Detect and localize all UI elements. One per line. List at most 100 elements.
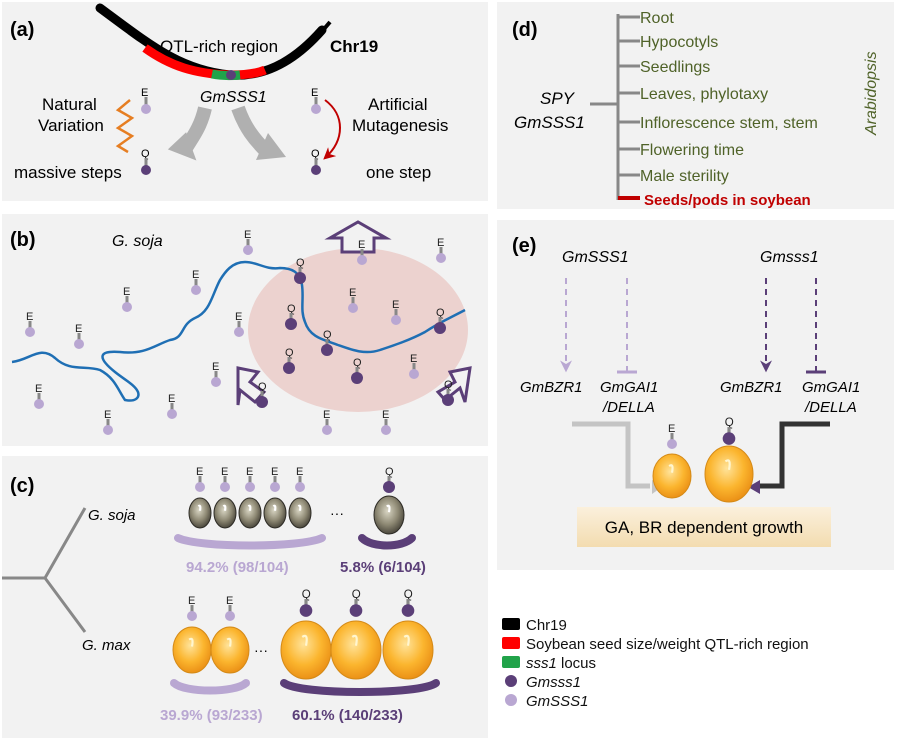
soja-e-percent: 94.2% (98/104)	[186, 559, 289, 576]
phenotype-item: Hypocotyls	[640, 34, 718, 51]
river-path	[11, 260, 466, 402]
legend-swatch	[502, 656, 520, 668]
allele-q-marker: Q	[294, 257, 306, 284]
allele-e-marker: E	[322, 409, 332, 435]
allele-e-marker: E	[234, 311, 244, 337]
allele-e-artificial: E	[311, 87, 321, 114]
allele-letter: E	[168, 393, 175, 405]
panel-c-tag: (c)	[10, 475, 34, 497]
max-e-percent: 39.9% (93/233)	[160, 707, 263, 724]
phenotype-item: Male sterility	[640, 168, 729, 185]
gmsss1-gene-label: GmSSS1	[200, 89, 267, 106]
allele-e-marker: E	[191, 269, 201, 295]
allele-e-marker: E	[103, 409, 113, 435]
allele-letter: E	[123, 286, 130, 298]
arabidopsis-label: Arabidopsis	[863, 51, 880, 136]
allele-q-marker: Q	[285, 303, 297, 330]
allele-e-letter: E	[311, 87, 318, 99]
hollow-arrow-right	[435, 366, 472, 403]
legend-label: Chr19	[526, 617, 567, 634]
max-q-percent: 60.1% (140/233)	[292, 707, 403, 724]
allele-letter: Q	[444, 379, 453, 391]
wavy-arrow-natural	[115, 99, 135, 154]
allele-letter: E	[226, 595, 233, 607]
chr19-arc-end	[316, 20, 332, 38]
allele-e-marker: E	[74, 323, 84, 349]
mut-seed	[704, 445, 754, 503]
allele-letter: E	[192, 269, 199, 281]
della-label-wt: /DELLA	[602, 399, 655, 416]
allele-letter: E	[358, 239, 365, 251]
allele-q-artificial: Q	[311, 148, 321, 175]
legend-swatch	[502, 637, 520, 649]
allele-letter: E	[221, 466, 228, 478]
max-seed-q	[280, 620, 332, 680]
mut-flow-head	[748, 480, 760, 494]
allele-letter: Q	[285, 347, 294, 359]
panel-b-tag: (b)	[10, 229, 36, 251]
soja-small-seed	[213, 497, 237, 529]
allele-e-marker: E	[122, 286, 132, 312]
allele-letter: Q	[725, 417, 734, 429]
chr19-label: Chr19	[330, 37, 378, 56]
max-seed-q	[382, 620, 434, 680]
allele-letter: E	[104, 409, 111, 421]
allele-q-marker: Q	[321, 329, 333, 356]
allele-letter: Q	[296, 257, 305, 269]
massive-steps-label: massive steps	[14, 163, 122, 182]
allele-e-letter: E	[141, 87, 148, 99]
hollow-arrow-left	[236, 366, 267, 406]
one-step-label: one step	[366, 163, 431, 182]
allele-e-marker: E	[295, 466, 305, 492]
allele-letter: E	[668, 423, 675, 435]
allele-e-marker: E	[270, 466, 280, 492]
allele-q-marker: Q	[434, 307, 446, 334]
soja-e-bracket	[174, 534, 326, 550]
max-q-bracket	[280, 679, 440, 696]
phenotype-item: Seedlings	[640, 59, 710, 76]
allele-e-marker: E	[381, 409, 391, 435]
sss1-locus	[211, 69, 241, 81]
allele-q-marker: Q	[256, 381, 268, 408]
allele-letter: Q	[302, 589, 311, 601]
gai-label-wt: GmGAI1	[600, 379, 658, 396]
mut-flow-line	[760, 421, 830, 489]
ellipsis-soja: ···	[330, 505, 344, 521]
panel-c-background	[2, 456, 488, 738]
allele-letter: E	[437, 237, 444, 249]
allele-letter: E	[246, 466, 253, 478]
legend-label: GmSSS1	[526, 693, 589, 710]
panel-d-background	[497, 2, 894, 209]
soja-small-seed	[263, 497, 287, 529]
max-e-bracket	[170, 679, 250, 695]
sss1-locus-dot	[226, 70, 236, 80]
legend-label: Soybean seed size/weight QTL-rich region	[526, 636, 809, 653]
legend-dot	[505, 675, 517, 687]
allele-letter: Q	[404, 589, 413, 601]
allele-letter: E	[392, 299, 399, 311]
allele-letter: E	[35, 383, 42, 395]
legend-label: Gmsss1	[526, 674, 581, 691]
gmsss1-label-d: GmSSS1	[514, 113, 585, 132]
allele-e-marker: E	[211, 361, 221, 387]
allele-e-marker: E	[25, 311, 35, 337]
allele-letter: Q	[352, 589, 361, 601]
allele-letter: Q	[258, 381, 267, 393]
allele-e-marker: E	[409, 353, 419, 379]
soja-small-seed	[188, 497, 212, 529]
allele-q-marker: Q	[283, 347, 295, 374]
artificial-label-2: Mutagenesis	[352, 116, 448, 135]
allele-letter: E	[188, 595, 195, 607]
panel-a-background	[2, 2, 488, 201]
phenotype-item: Inflorescence stem, stem	[640, 115, 818, 132]
allele-e-marker: E	[667, 423, 677, 449]
natural-label-2: Variation	[38, 116, 104, 135]
growth-label: GA, BR dependent growth	[605, 518, 803, 537]
panel-d: (d) SPY GmSSS1 RootHypocotylsSeedlingsLe…	[512, 10, 880, 209]
allele-e-marker: E	[243, 229, 253, 255]
allele-e-marker: E	[187, 595, 197, 621]
